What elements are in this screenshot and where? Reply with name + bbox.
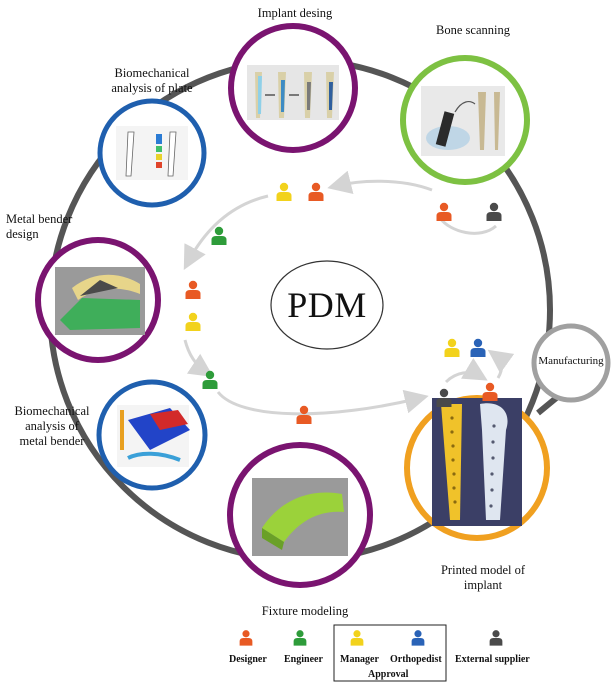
legend-orthopedist-label: Orthopedist xyxy=(390,654,442,665)
stage-fixture-modeling xyxy=(227,442,373,588)
role-icon-external xyxy=(486,202,502,221)
role-icon-manager xyxy=(185,312,201,331)
role-icon-designer xyxy=(308,182,324,201)
label-printed-line1: Printed model of xyxy=(440,563,525,577)
legend-icons xyxy=(239,630,503,646)
label-bender-line1: Metal bender xyxy=(6,212,73,226)
role-icon-manager xyxy=(276,182,292,201)
bender-analysis-image xyxy=(120,408,190,462)
label-printed-line2: implant xyxy=(463,578,503,592)
label-biomechanical-plate: Biomechanical analysis of plate xyxy=(82,66,222,96)
label-manufacturing: Manufacturing xyxy=(538,355,604,367)
flow-arrow-to-manufacturing xyxy=(444,357,488,384)
role-icon-external xyxy=(436,388,452,407)
approval-box xyxy=(333,624,447,682)
role-icon-manager xyxy=(444,338,460,357)
label-bender-line2: design xyxy=(6,227,39,241)
legend-approval-label: Approval xyxy=(368,669,409,680)
bone-scan-image xyxy=(426,92,500,150)
label-plate-line1: Biomechanical xyxy=(114,66,190,80)
label-implant-design: Implant desing xyxy=(257,6,333,20)
plate-analysis-image xyxy=(125,131,177,177)
label-bb-line1: Biomechanical xyxy=(14,404,90,418)
stage-biomechanical-bender xyxy=(96,379,208,491)
legend-designer-icon xyxy=(239,630,253,646)
legend-engineer-label: Engineer xyxy=(284,654,323,665)
role-icons xyxy=(185,182,502,424)
label-bone-scanning: Bone scanning xyxy=(436,23,510,37)
label-fixture-modeling: Fixture modeling xyxy=(261,604,349,618)
role-icon-orthopedist xyxy=(470,338,486,357)
label-plate-line2: analysis of plate xyxy=(111,81,193,95)
implant-design-image xyxy=(255,72,334,118)
label-biomechanical-bender: Biomechanical analysis of metal bender xyxy=(0,404,104,449)
role-icon-designer xyxy=(436,202,452,221)
legend-orthopedist-icon xyxy=(411,630,425,646)
printed-model-image xyxy=(441,403,508,520)
pdm-center xyxy=(270,260,384,350)
flow-arrow-scan-to-team xyxy=(327,170,433,195)
stage-metal-bender-design xyxy=(35,237,161,363)
role-icon-engineer xyxy=(211,226,227,245)
role-icon-designer xyxy=(296,405,312,424)
legend xyxy=(333,624,447,682)
flow-arrow-printed-up xyxy=(487,349,515,379)
legend-external-label: External supplier xyxy=(455,654,530,665)
legend-manager-icon xyxy=(350,630,364,646)
legend-designer-label: Designer xyxy=(229,654,267,665)
metal-bender-image xyxy=(60,274,140,330)
legend-external-icon xyxy=(489,630,503,646)
label-bb-line3: metal bender xyxy=(19,434,85,448)
pdm-label: PDM xyxy=(287,285,367,325)
fixture-image xyxy=(262,492,344,550)
flow-arrow-to-printed xyxy=(216,389,429,416)
role-icon-engineer xyxy=(202,370,218,389)
role-icon-designer xyxy=(482,382,498,401)
flow-arrows xyxy=(183,170,515,416)
label-bb-line2: analysis of xyxy=(25,419,79,433)
stage-biomechanical-plate xyxy=(97,98,207,208)
label-printed-model: Printed model of implant xyxy=(428,563,538,593)
flow-arrow-bender-to-analysis xyxy=(183,339,214,377)
stage-printed-model xyxy=(404,395,550,541)
stage-manufacturing xyxy=(531,323,611,403)
label-metal-bender-design: Metal bender design xyxy=(6,212,106,242)
flow-arrow-return-loop xyxy=(438,217,497,235)
stage-bone-scanning xyxy=(400,55,530,185)
legend-engineer-icon xyxy=(293,630,307,646)
stage-implant-design xyxy=(228,23,358,153)
legend-manager-label: Manager xyxy=(340,654,379,665)
flow-arrow-team-to-bender xyxy=(183,194,269,270)
role-icon-designer xyxy=(185,280,201,299)
